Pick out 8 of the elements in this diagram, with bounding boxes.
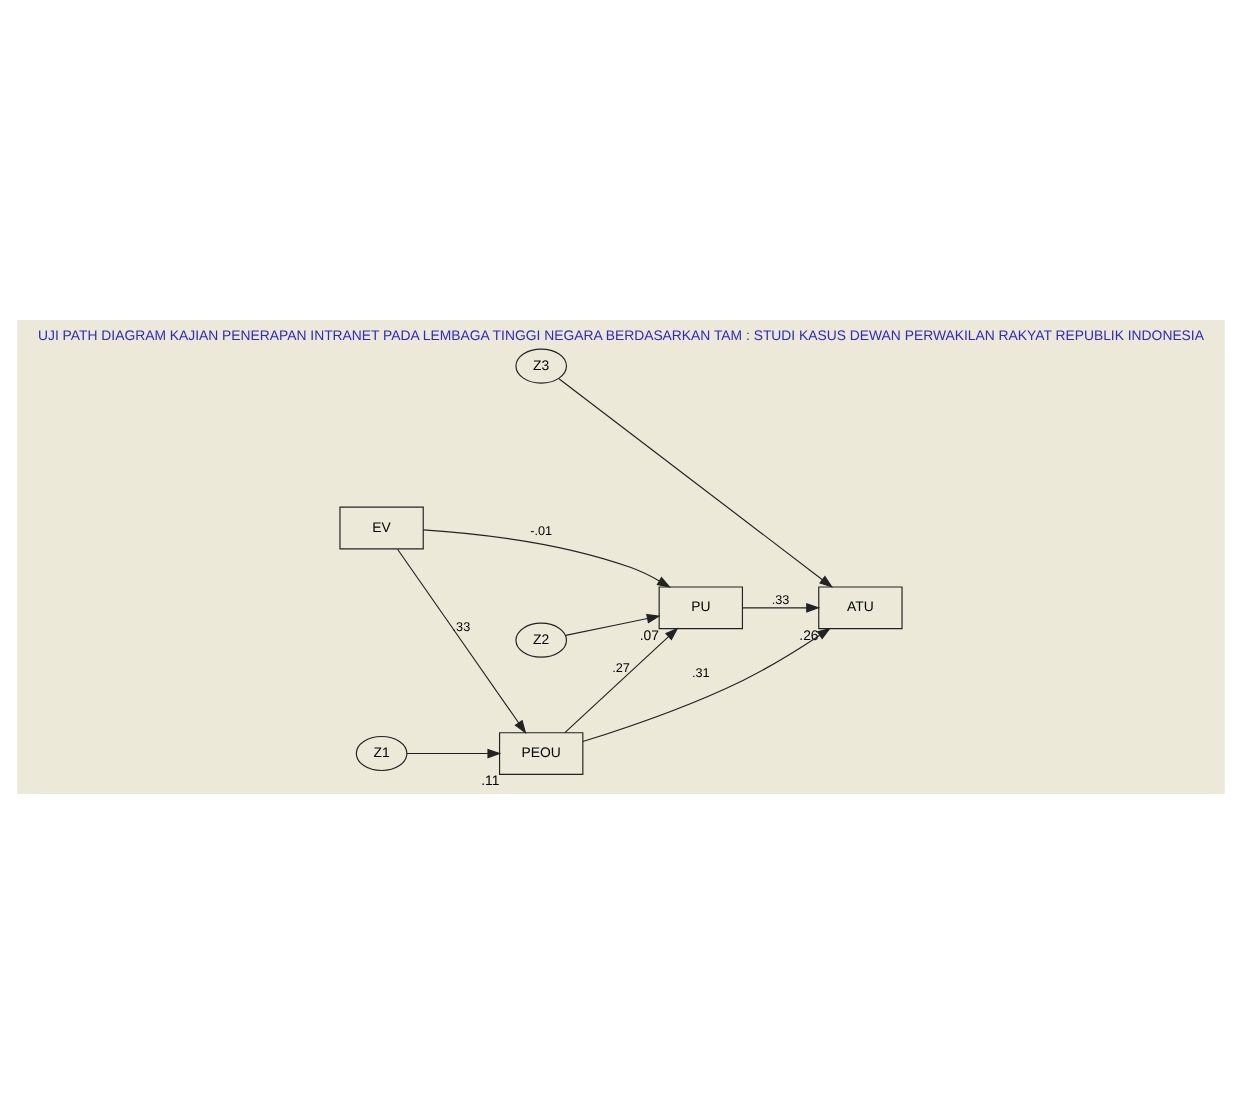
arrow xyxy=(422,528,671,587)
arrow xyxy=(582,626,831,742)
arrow xyxy=(741,601,821,612)
arrow xyxy=(558,377,834,587)
arrow xyxy=(564,626,679,733)
arrow xyxy=(396,547,527,733)
arrow xyxy=(565,612,661,635)
arrow xyxy=(406,747,502,758)
